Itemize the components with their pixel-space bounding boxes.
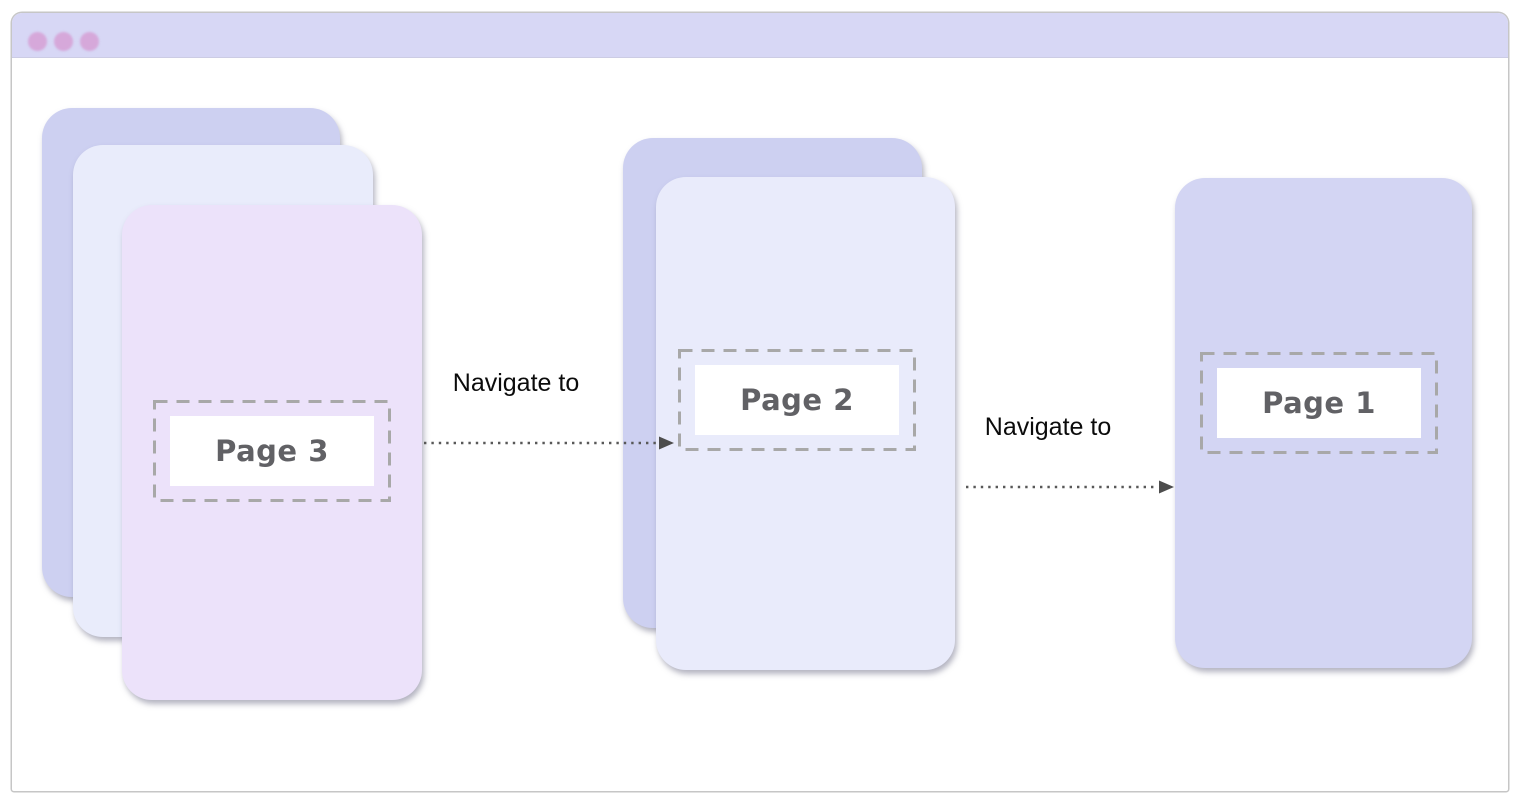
- page1-label: Page 1: [1262, 386, 1376, 420]
- page1-dashed-frame: [1200, 352, 1438, 454]
- page3-label-box: Page 3: [170, 416, 374, 486]
- navigate-to-caption-2: Navigate to: [984, 413, 1112, 441]
- navigate-to-caption-1: Navigate to: [452, 369, 580, 397]
- page2-label-group: Page 2: [678, 349, 916, 451]
- window-titlebar: [12, 13, 1508, 58]
- window-control-close-icon[interactable]: [27, 31, 47, 51]
- browser-window: Page 3 Page 2 Page 1 Navigate to Navigat…: [12, 13, 1508, 791]
- page3-dashed-frame: [153, 400, 391, 502]
- window-control-minimize-icon[interactable]: [53, 31, 73, 51]
- arrow-page2-to-page1-icon: [966, 480, 1174, 494]
- page2-label-box: Page 2: [695, 365, 899, 435]
- arrow-page3-to-page2-icon: [424, 436, 674, 450]
- page3-label: Page 3: [215, 434, 329, 468]
- window-control-maximize-icon[interactable]: [79, 31, 99, 51]
- page2-dashed-frame: [678, 349, 916, 451]
- page1-label-group: Page 1: [1200, 352, 1438, 454]
- page2-label: Page 2: [740, 383, 854, 417]
- page3-label-group: Page 3: [153, 400, 391, 502]
- page1-label-box: Page 1: [1217, 368, 1421, 438]
